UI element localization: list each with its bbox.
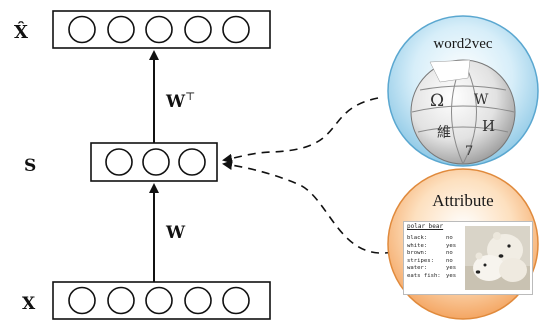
word2vec-source: Ω W 維 И 7 bbox=[387, 15, 539, 167]
label-w: W bbox=[165, 223, 186, 243]
attribute-key: water: bbox=[407, 265, 428, 272]
attribute-key: black: bbox=[407, 235, 428, 241]
attribute-title: Attribute bbox=[432, 191, 494, 210]
w-transpose-sup: ⊤ bbox=[185, 90, 195, 103]
label-x-hat: X̂ bbox=[14, 21, 28, 43]
attribute-list: black: no white: yes brown: no stripes: no w… bbox=[407, 235, 456, 281]
attribute-card-title: polar bear bbox=[407, 223, 444, 230]
attribute-row: eats fish: yes bbox=[407, 273, 456, 281]
attribute-row: white: yes bbox=[407, 243, 456, 251]
attribute-key: white: bbox=[407, 242, 428, 249]
semantic-layer-s bbox=[90, 142, 218, 182]
attribute-value: no bbox=[446, 250, 453, 257]
label-s: S bbox=[24, 156, 36, 176]
input-layer-x bbox=[52, 281, 271, 320]
globe-glyph-seven: 7 bbox=[465, 144, 473, 159]
attribute-row: water: yes bbox=[407, 265, 456, 273]
wikipedia-globe-icon: Ω W 維 И 7 bbox=[410, 59, 516, 165]
attribute-value: no bbox=[446, 235, 453, 241]
globe-glyph-wei: 維 bbox=[437, 125, 451, 141]
attribute-value: yes bbox=[446, 242, 457, 249]
word2vec-title: word2vec bbox=[433, 36, 493, 52]
attribute-value: yes bbox=[446, 265, 457, 272]
w-transpose-base: W bbox=[165, 92, 186, 112]
dashed-link-word2vec bbox=[222, 97, 379, 164]
attribute-row: black: no bbox=[407, 235, 456, 243]
dashed-link-attribute bbox=[222, 160, 394, 254]
attribute-key: eats fish: bbox=[407, 272, 441, 279]
attribute-value: no bbox=[446, 257, 453, 264]
attribute-value: yes bbox=[446, 272, 457, 279]
label-w-transpose: W⊤ bbox=[165, 90, 195, 112]
output-layer-x-hat bbox=[52, 10, 271, 49]
attribute-key: brown: bbox=[407, 250, 428, 257]
attribute-row: stripes: no bbox=[407, 258, 456, 266]
attribute-key: stripes: bbox=[407, 257, 434, 264]
label-x: X bbox=[22, 294, 36, 314]
polar-bear-photo bbox=[465, 226, 530, 290]
globe-glyph-w: W bbox=[474, 92, 489, 108]
attribute-row: brown: no bbox=[407, 250, 456, 258]
globe-glyph-i: И bbox=[482, 117, 495, 135]
attribute-card: polar bear black: no white: yes brown: no s… bbox=[403, 221, 533, 295]
globe-glyph-omega: Ω bbox=[430, 91, 444, 111]
